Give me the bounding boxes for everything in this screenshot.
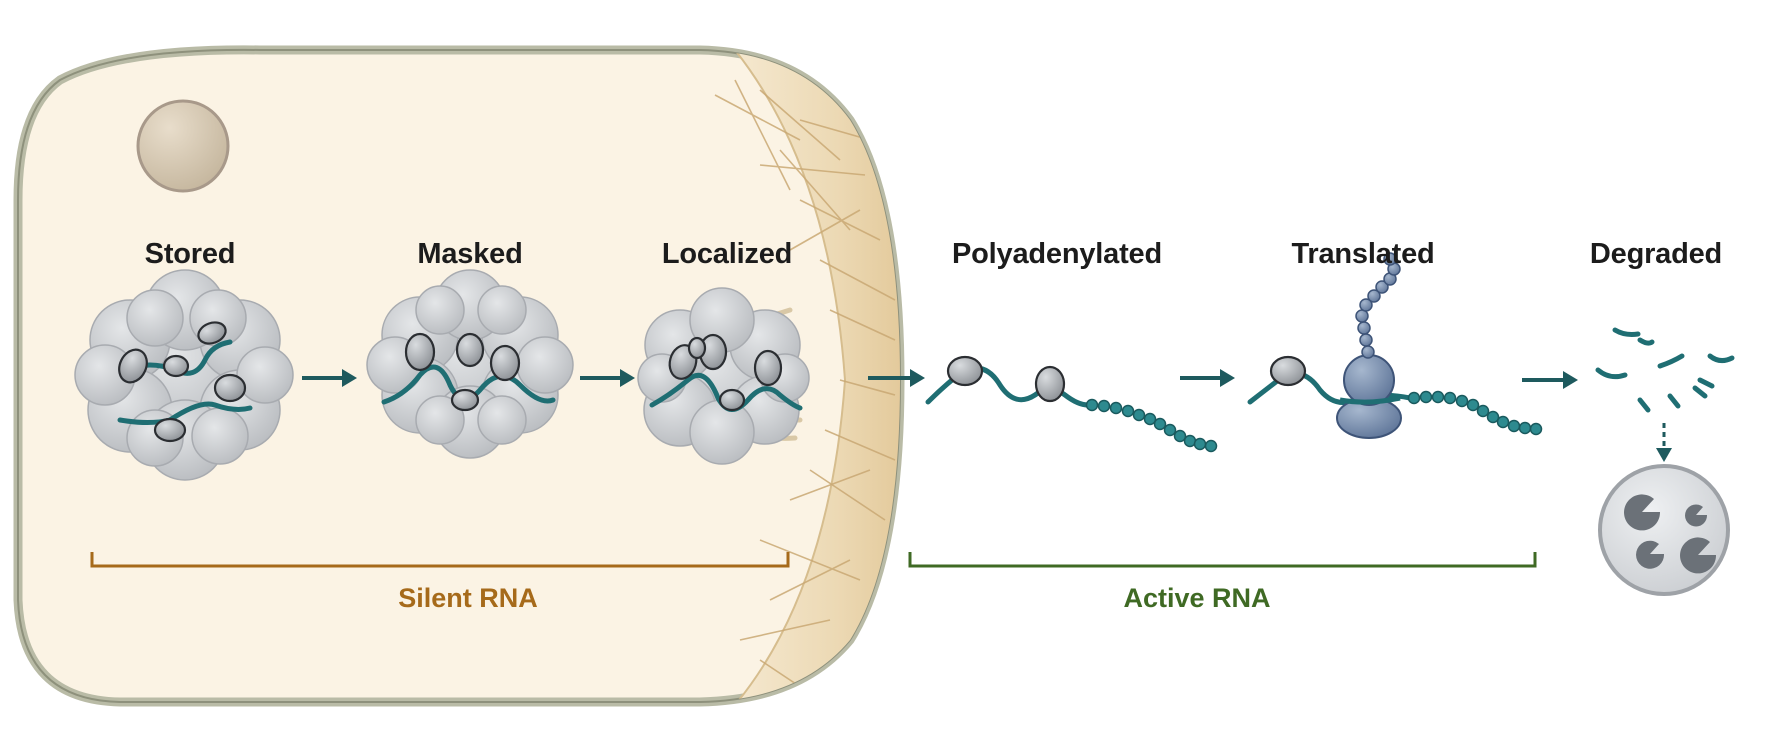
label-silent-rna: Silent RNA [398,583,538,613]
ribosome [1336,354,1402,439]
localized-granule [637,287,810,465]
transition-arrows [302,369,1672,462]
active-rna-bracket [908,552,1537,568]
arrow-degraded-proteasome [1656,423,1672,462]
degraded-fragments [1595,327,1735,413]
arrow-translated-degraded [1522,371,1578,389]
label-localized: Localized [661,238,793,270]
silent-rna-bracket [90,552,790,568]
cortex-fibers [714,79,896,701]
poly-a-tail [1085,398,1218,453]
arrow-masked-localized [580,369,635,387]
nascent-peptide [1355,252,1401,359]
arrow-stored-masked [302,369,357,387]
label-active-rna: Active RNA [1123,583,1271,613]
nucleus [136,99,230,193]
proteasome [1598,464,1730,596]
label-translated: Translated [1291,238,1435,270]
translated-rna [1247,252,1543,439]
arrow-polyadenylated-translated [1180,369,1235,387]
masked-granule [366,269,574,459]
label-masked: Masked [417,238,523,270]
label-polyadenylated: Polyadenylated [952,238,1162,270]
translated-poly-a-tail [1407,390,1543,436]
polyadenylated-rna [925,355,1218,453]
stored-granule [74,269,294,481]
label-stored: Stored [144,238,236,270]
arrow-localized-polyadenylated [868,369,925,387]
label-degraded: Degraded [1589,238,1723,270]
cortex [714,49,900,703]
